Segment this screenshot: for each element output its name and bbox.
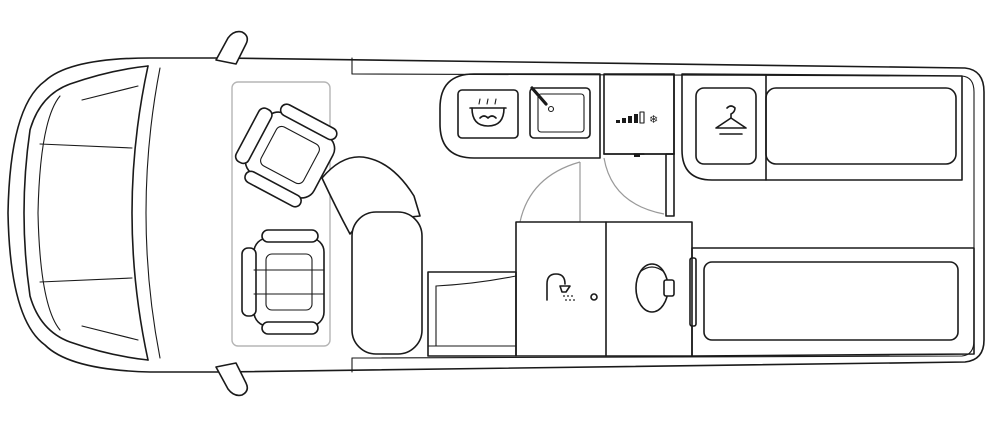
shower bbox=[546, 273, 598, 301]
fridge-level-snowflake-icon: ❄ bbox=[616, 111, 658, 126]
cooktop bbox=[457, 89, 519, 139]
mirror-right bbox=[215, 362, 249, 397]
passenger-seat bbox=[241, 229, 325, 335]
lower-single-bed-frame bbox=[691, 247, 975, 357]
toilet-bowl-icon bbox=[635, 257, 697, 327]
fridge: ❄ bbox=[603, 73, 675, 155]
lower-single-bed bbox=[703, 261, 959, 341]
entry-step bbox=[427, 271, 517, 357]
mirror-left bbox=[215, 30, 249, 65]
shower-head-icon bbox=[546, 273, 575, 301]
upper-single-bed bbox=[765, 87, 957, 165]
door-swing-arcs bbox=[519, 157, 665, 223]
cab-front bbox=[23, 65, 161, 361]
sink bbox=[529, 86, 591, 139]
partition-walls bbox=[633, 73, 675, 217]
fridge-snowflake-symbol: ❄ bbox=[649, 113, 658, 126]
sink-with-faucet-icon bbox=[530, 86, 555, 113]
toilet bbox=[635, 257, 697, 327]
kitchen-counter bbox=[439, 73, 601, 159]
pot-with-steam-icon bbox=[469, 98, 507, 127]
driver-seat bbox=[234, 103, 338, 208]
clothes-hanger-icon bbox=[715, 105, 747, 135]
bench-seat bbox=[351, 211, 423, 355]
seating-zone-outline bbox=[231, 81, 331, 347]
